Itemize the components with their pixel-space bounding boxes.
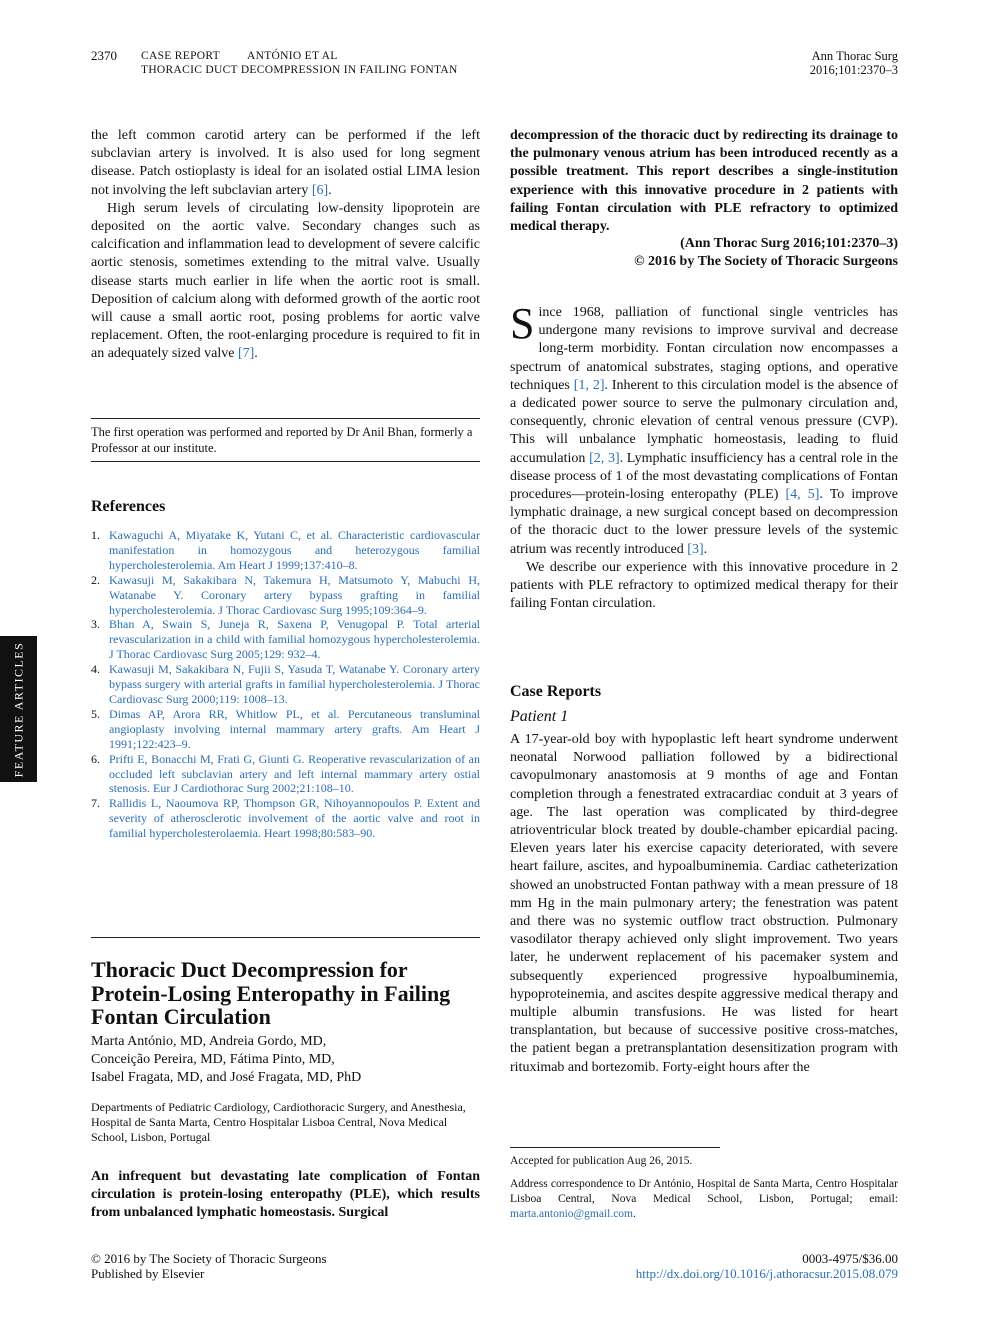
correspondence-note: Address correspondence to Dr António, Ho… [510,1178,898,1220]
journal-citation: 2016;101:2370–3 [809,63,898,77]
doi-link[interactable]: http://dx.doi.org/10.1016/j.athoracsur.2… [635,1266,898,1281]
author-line: Conceição Pereira, MD, Fátima Pinto, MD, [91,1052,335,1067]
footer-copyright: © 2016 by The Society of Thoracic Surgeo… [91,1251,327,1266]
ref-link-1-2[interactable]: [1, 2] [573,377,605,393]
reference-item[interactable]: 6.Prifti E, Bonacchi M, Frati G, Giunti … [91,751,480,796]
running-head-authors: ANTÓNIO ET AL [247,50,338,62]
references-list: 1.Kawaguchi A, Miyatake K, Yutani C, et … [91,528,480,841]
page-number: 2370 [91,48,117,63]
author-line: Marta António, MD, Andreia Gordo, MD, [91,1034,327,1049]
ref-link-6[interactable]: [6] [311,182,329,198]
running-head-title: THORACIC DUCT DECOMPRESSION IN FAILING F… [141,64,458,76]
reference-item[interactable]: 5.Dimas AP, Arora RR, Whitlow PL, et al.… [91,706,480,751]
references-heading: References [91,498,166,515]
reference-item[interactable]: 1.Kawaguchi A, Miyatake K, Yutani C, et … [91,528,480,572]
ref-link-7[interactable]: [7] [237,346,255,362]
journal-name: Ann Thorac Surg [811,49,898,63]
email-link[interactable]: marta.antonio@gmail.com [510,1208,634,1220]
drop-cap: S [510,299,535,348]
abstract-citation: (Ann Thorac Surg 2016;101:2370–3) [680,236,898,251]
prev-paragraph-2: High serum levels of circulating low-den… [91,200,480,362]
case-reports-heading: Case Reports [510,683,602,700]
reference-item[interactable]: 3.Bhan A, Swain S, Juneja R, Saxena P, V… [91,617,480,662]
ref-link-4-5[interactable]: [4, 5] [785,487,820,503]
prev-paragraph-1: the left common carotid artery can be pe… [91,128,480,198]
author-line: Isabel Fragata, MD, and José Fragata, MD… [91,1070,362,1085]
intro-paragraph-2: We describe our experience with this inn… [510,559,898,612]
abstract-part-2: decompression of the thoracic duct by re… [510,128,898,235]
reference-item[interactable]: 7.Rallidis L, Naoumova RP, Thompson GR, … [91,796,480,841]
patient-1-text: A 17-year-old boy with hypoplastic left … [510,732,898,1075]
abstract-copyright: © 2016 by The Society of Thoracic Surgeo… [634,254,898,269]
footer-publisher: Published by Elsevier [91,1266,205,1281]
side-tab-label: FEATURE ARTICLES [11,641,25,777]
reference-item[interactable]: 4.Kawasuji M, Sakakibara N, Fujii S, Yas… [91,662,480,706]
patient-1-heading: Patient 1 [510,708,569,725]
author-affiliation: Departments of Pediatric Cardiology, Car… [91,1100,466,1144]
prev-article-text: the left common carotid artery can be pe… [91,127,480,364]
article-title: Thoracic Duct Decompression for Protein-… [91,957,451,1029]
prev-article-footnote: The first operation was performed and re… [91,425,473,455]
accepted-note: Accepted for publication Aug 26, 2015. [510,1155,693,1167]
running-head-section: CASE REPORT [141,50,220,62]
feature-articles-tab: FEATURE ARTICLES [0,636,37,782]
reference-item[interactable]: 2.Kawasuji M, Sakakibara N, Takemura H, … [91,572,480,617]
abstract-part-1: An infrequent but devastating late compl… [91,1169,480,1221]
ref-link-3[interactable]: [3] [687,541,704,557]
footer-issn: 0003-4975/$36.00 [802,1251,898,1266]
divider-footnote-bottom [91,461,480,462]
article-authors: Marta António, MD, Andreia Gordo, MD, Co… [91,1033,480,1087]
divider-footnotes [510,1147,720,1148]
divider-footnote-top [91,418,480,419]
divider-article-start [91,937,480,938]
ref-link-2-3[interactable]: [2, 3] [589,450,620,466]
